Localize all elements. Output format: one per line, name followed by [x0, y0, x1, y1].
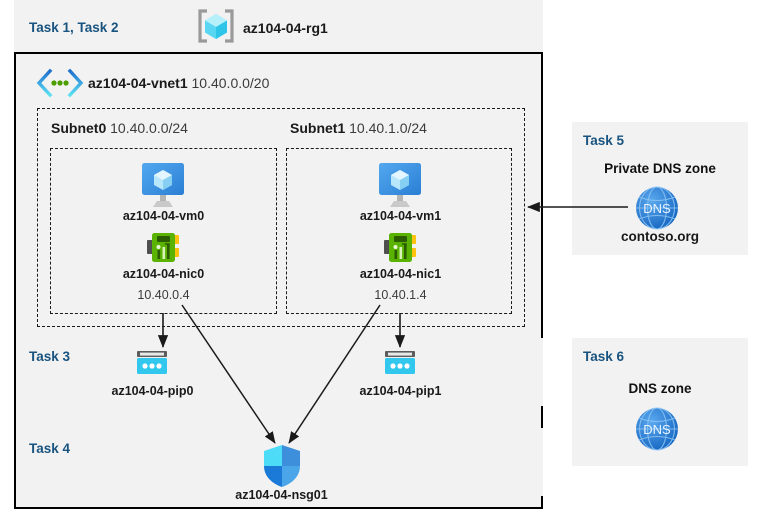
virtual-machine-icon — [135, 161, 191, 209]
private-dns-zone-name: contoso.org — [621, 229, 699, 244]
task-label-resource-group: Task 1, Task 2 — [29, 20, 119, 35]
subnet0-title: Subnet0 10.40.0.0/24 — [51, 120, 188, 136]
nic0-private-ip: 10.40.0.4 — [137, 288, 190, 302]
vm0-label: az104-04-vm0 — [122, 209, 205, 223]
subnet0-cidr: 10.40.0.0/24 — [110, 120, 188, 136]
virtual-machine-icon — [372, 161, 428, 209]
virtual-network-icon — [36, 68, 84, 98]
subnet0-name: Subnet0 — [51, 120, 107, 136]
svg-text:DNS: DNS — [643, 422, 671, 437]
task-label-nsg: Task 4 — [29, 441, 71, 456]
vnet-address-space: 10.40.0.0/20 — [191, 75, 270, 91]
network-interface-icon — [146, 231, 182, 265]
dns-zone-icon: DNS — [634, 406, 680, 452]
pip1-label: az104-04-pip1 — [359, 384, 442, 398]
task-label-public-ip: Task 3 — [29, 349, 71, 364]
public-ip-address-icon — [133, 350, 171, 380]
subnet1-title: Subnet1 10.40.1.0/24 — [290, 120, 427, 136]
svg-text:DNS: DNS — [643, 201, 671, 216]
nic1-private-ip: 10.40.1.4 — [374, 288, 427, 302]
dns-zone-heading: DNS zone — [628, 381, 692, 396]
subnet1-cidr: 10.40.1.0/24 — [349, 120, 427, 136]
task-label-dns-zone: Task 6 — [583, 349, 625, 364]
subnet1-resources-box — [286, 148, 512, 314]
subnet1-name: Subnet1 — [290, 120, 346, 136]
resource-group-icon — [196, 6, 236, 46]
resource-group-name: az104-04-rg1 — [243, 20, 328, 36]
vnet-title: az104-04-vnet1 10.40.0.0/20 — [88, 75, 269, 91]
public-ip-panel — [25, 338, 543, 406]
resource-group-header-panel — [14, 0, 543, 52]
task-label-private-dns-zone: Task 5 — [583, 133, 625, 148]
private-dns-zone-heading: Private DNS zone — [604, 161, 716, 176]
nic1-label: az104-04-nic1 — [359, 267, 442, 281]
network-interface-icon — [383, 231, 419, 265]
vnet-name: az104-04-vnet1 — [88, 75, 188, 91]
resource-group-name-text: az104-04-rg1 — [243, 20, 328, 36]
subnets-container — [37, 108, 525, 327]
vm1-label: az104-04-vm1 — [359, 209, 442, 223]
nic0-label: az104-04-nic0 — [122, 267, 205, 281]
dns-zone-icon: DNS — [634, 185, 680, 231]
pip0-label: az104-04-pip0 — [111, 384, 194, 398]
network-security-group-icon — [262, 444, 302, 488]
public-ip-address-icon — [381, 350, 419, 380]
nsg-label: az104-04-nsg01 — [235, 488, 328, 502]
